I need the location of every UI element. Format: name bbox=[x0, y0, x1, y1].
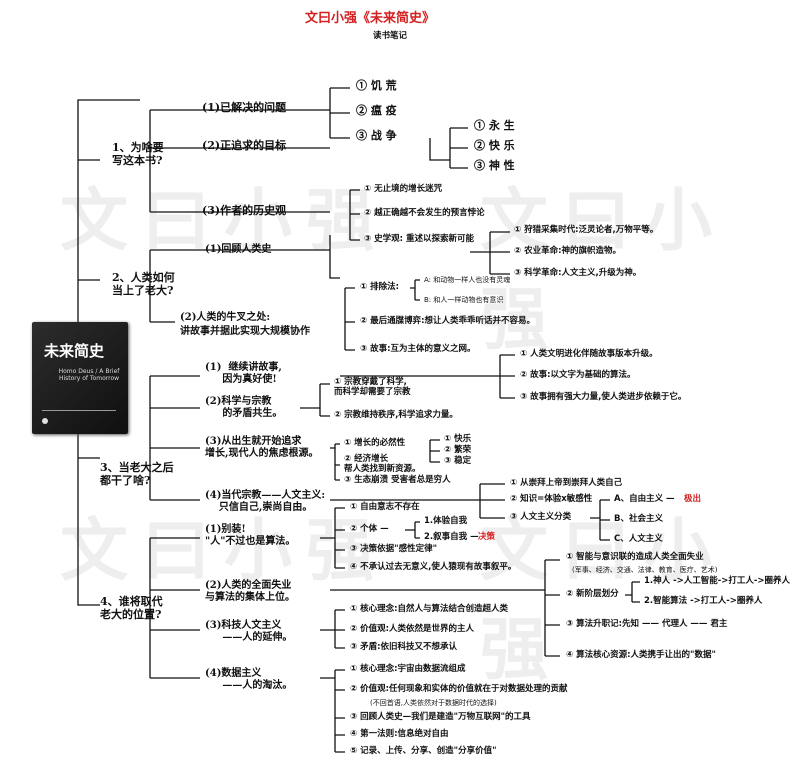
s4-branch-algorithm: (1)别装! "人"不过也是算法。 bbox=[205, 524, 296, 547]
s4-algorithm-item: ④ 不承认过去无意义,使人猿现有故事叙平。 bbox=[350, 562, 517, 572]
book-rule bbox=[42, 410, 116, 411]
s1-solved-item: ③ 战 争 bbox=[356, 129, 397, 142]
s1-view-item: ① 无止境的增长迷咒 bbox=[364, 184, 443, 194]
book-title: 未来简史 bbox=[44, 342, 105, 360]
s1-goal-item: ③ 神 性 bbox=[474, 159, 515, 172]
s1-view-item: ② 越正确越不会发生的预言悖论 bbox=[364, 208, 485, 218]
s3-humanism-sub: B、社会主义 bbox=[614, 514, 663, 524]
book-emblem bbox=[42, 418, 48, 424]
s3-stories-item: ② 故事:以文字为基础的算法。 bbox=[520, 370, 636, 380]
s3-growth-item: ③ 生态崩溃 受害者总是穷人 bbox=[344, 475, 451, 485]
s3-humanism-sub: A、自由主义 — bbox=[614, 494, 675, 504]
s3-humanism-mark: 极出 bbox=[684, 494, 702, 504]
section-2-heading: 2、人类如何 当上了老大? bbox=[112, 271, 175, 297]
s4-job-fields: (军事、经济、交通、法律、教育、医疗、艺术) bbox=[572, 566, 718, 574]
s1-goal-item: ② 快 乐 bbox=[474, 139, 515, 152]
s3-growth-sub: ② 繁荣 bbox=[444, 445, 472, 455]
section-1-heading: 1、为啥要 写这本书? bbox=[112, 141, 164, 167]
s1-solved-item: ① 饥 荒 bbox=[356, 79, 397, 92]
s3-growth-item: ② 经济增长 帮人类找到新资源。 bbox=[344, 454, 421, 474]
s4-dataism-item: ③ 回顾人类史—我们是建造"万物互联网"的工具 bbox=[350, 712, 531, 722]
s4-class-sub: 1.神人 ->人工智能->打工人->圈养人 bbox=[644, 576, 791, 586]
watermark: 文曰小强 bbox=[60, 181, 389, 261]
s4-branch-dataism: (4)数据主义 ——人的淘汰。 bbox=[205, 668, 293, 691]
s2-strength-item: ③ 故事:互为主体的意义之网。 bbox=[360, 344, 476, 354]
s3-branch-humanism: (4)当代宗教——人文主义: 只信自己,崇尚自由。 bbox=[205, 490, 326, 513]
s4-algorithm-item: ③ 决策依据"感性定律" bbox=[350, 544, 438, 554]
watermark: 文曰小强 bbox=[480, 511, 727, 690]
s1-branch-solved: (1)已解决的问题 bbox=[202, 101, 287, 114]
s3-growth-sub: ① 快乐 bbox=[444, 434, 472, 444]
section-4-heading: 4、谁将取代 老大的位置? bbox=[100, 595, 163, 621]
s4-self-sub: 1.体验自我 bbox=[424, 516, 468, 526]
s3-branch-science-religion: (2)科学与宗教 的矛盾共生。 bbox=[205, 396, 283, 419]
s4-dataism-note: (不回首语,人类依然对于数据时代的选择) bbox=[370, 699, 497, 707]
section-3-heading: 3、当老大之后 都干了啥? bbox=[100, 461, 174, 487]
book-subtitle: Homo Deus / A Brief History of Tomorrow bbox=[58, 368, 120, 382]
s2-branch-strength: (2)人类的牛叉之处: bbox=[180, 312, 271, 323]
s2-elimination-sub: A: 和动物一样人也没有灵魂 bbox=[424, 276, 511, 284]
s2-elimination-sub: B: 和人一样动物也有意识 bbox=[424, 296, 504, 304]
s4-unemployment-item: ③ 算法升职记:先知 —— 代理人 —— 君主 bbox=[566, 619, 728, 629]
s3-humanism-sub: C、人文主义 bbox=[614, 534, 663, 544]
s1-branch-goals: (2)正追求的目标 bbox=[202, 139, 287, 152]
s3-science-item: ② 宗教维持秩序,科学追求力量。 bbox=[334, 410, 458, 420]
s3-science-item: ① 宗教穿戴了科学, 而科学却需要了宗教 bbox=[334, 377, 411, 397]
map-subtitle: 读书笔记 bbox=[373, 31, 408, 41]
s2-strength-item: ② 最后通牒博弈:想让人类乖乖听话并不容易。 bbox=[360, 316, 536, 326]
s4-algorithm-item: ① 自由意志不存在 bbox=[350, 502, 420, 512]
s3-humanism-item: ② 知识=体验x敏感性 bbox=[510, 494, 593, 504]
watermark: 文曰小强 bbox=[480, 181, 727, 360]
s2-history-item: ① 狩猎采集时代:泛灵论者,万物平等。 bbox=[514, 225, 659, 235]
s4-unemployment-item: ② 新阶层划分 bbox=[566, 589, 619, 599]
s4-dataism-item: ⑤ 记录、上传、分享、创造"分享价值" bbox=[350, 746, 497, 756]
s4-techno-item: ① 核心理念:自然人与算法结合创造超人类 bbox=[350, 604, 509, 614]
s3-growth-item: ① 增长的必然性 bbox=[344, 438, 406, 448]
book-cover-image: 未来简史 Homo Deus / A Brief History of Tomo… bbox=[32, 322, 128, 434]
s3-growth-sub: ③ 稳定 bbox=[444, 456, 472, 466]
s4-unemployment-item: ① 智能与意识联的造成人类全面失业 bbox=[566, 552, 704, 562]
s4-self-mark: 决策 bbox=[478, 532, 496, 542]
s4-class-sub: 2.智能算法 ->打工人->圈养人 bbox=[644, 596, 763, 606]
s1-solved-item: ② 瘟 疫 bbox=[356, 104, 397, 117]
s4-self-sub: 2.叙事自我 — bbox=[424, 532, 479, 542]
s1-view-item: ③ 史学观: 重述以探索新可能 bbox=[364, 234, 475, 244]
s4-dataism-item: ② 价值观:任何现象和实体的价值就在于对数据处理的贡献 bbox=[350, 684, 568, 694]
s2-history-item: ② 农业革命:神的旗帜造物。 bbox=[514, 246, 622, 256]
s4-branch-unemployment: (2)人类的全面失业 与算法的集体上位。 bbox=[205, 580, 295, 603]
s4-branch-techno-humanism: (3)科技人文主义 ——人的延伸。 bbox=[205, 620, 293, 643]
s3-humanism-item: ③ 人文主义分类 bbox=[510, 512, 572, 522]
s1-goal-item: ① 永 生 bbox=[474, 119, 515, 132]
s2-history-item: ③ 科学革命:人文主义,升级为神。 bbox=[514, 268, 642, 278]
s4-dataism-item: ④ 第一法则:信息绝对自由 bbox=[350, 729, 449, 739]
s2-branch-strength-detail: 讲故事并据此实现大规模协作 bbox=[180, 326, 310, 337]
s4-algorithm-item: ② 个体 — bbox=[350, 524, 389, 534]
s4-unemployment-item: ④ 算法核心资源:人类携手让出的"数据" bbox=[566, 650, 716, 660]
s4-techno-item: ② 价值观:人类依然是世界的主人 bbox=[350, 624, 475, 634]
s2-branch-history: (1)回顾人类史 bbox=[205, 244, 272, 255]
s3-humanism-item: ① 从崇拜上帝到崇拜人类自己 bbox=[510, 478, 623, 488]
s4-techno-item: ③ 矛盾:依旧科技又不想承认 bbox=[350, 642, 458, 652]
s3-stories-item: ① 人类文明进化伴随故事版本升级。 bbox=[520, 349, 658, 359]
s3-branch-growth: (3)从出生就开始追求 增长,现代人的焦虑根源。 bbox=[205, 436, 319, 459]
s3-stories-item: ③ 故事拥有强大力量,使人类进步依赖于它。 bbox=[520, 392, 687, 402]
map-title: 文曰小强《未来简史》 bbox=[305, 11, 436, 26]
s1-branch-view: (3)作者的历史观 bbox=[202, 204, 287, 217]
s4-dataism-item: ① 核心理念:宇宙由数据流组成 bbox=[350, 664, 466, 674]
watermark: 文曰小强 bbox=[60, 511, 389, 591]
s3-branch-stories: (1) 继续讲故事, 因为真好使! bbox=[205, 362, 282, 385]
s2-strength-item: ① 排除法: bbox=[360, 282, 400, 292]
